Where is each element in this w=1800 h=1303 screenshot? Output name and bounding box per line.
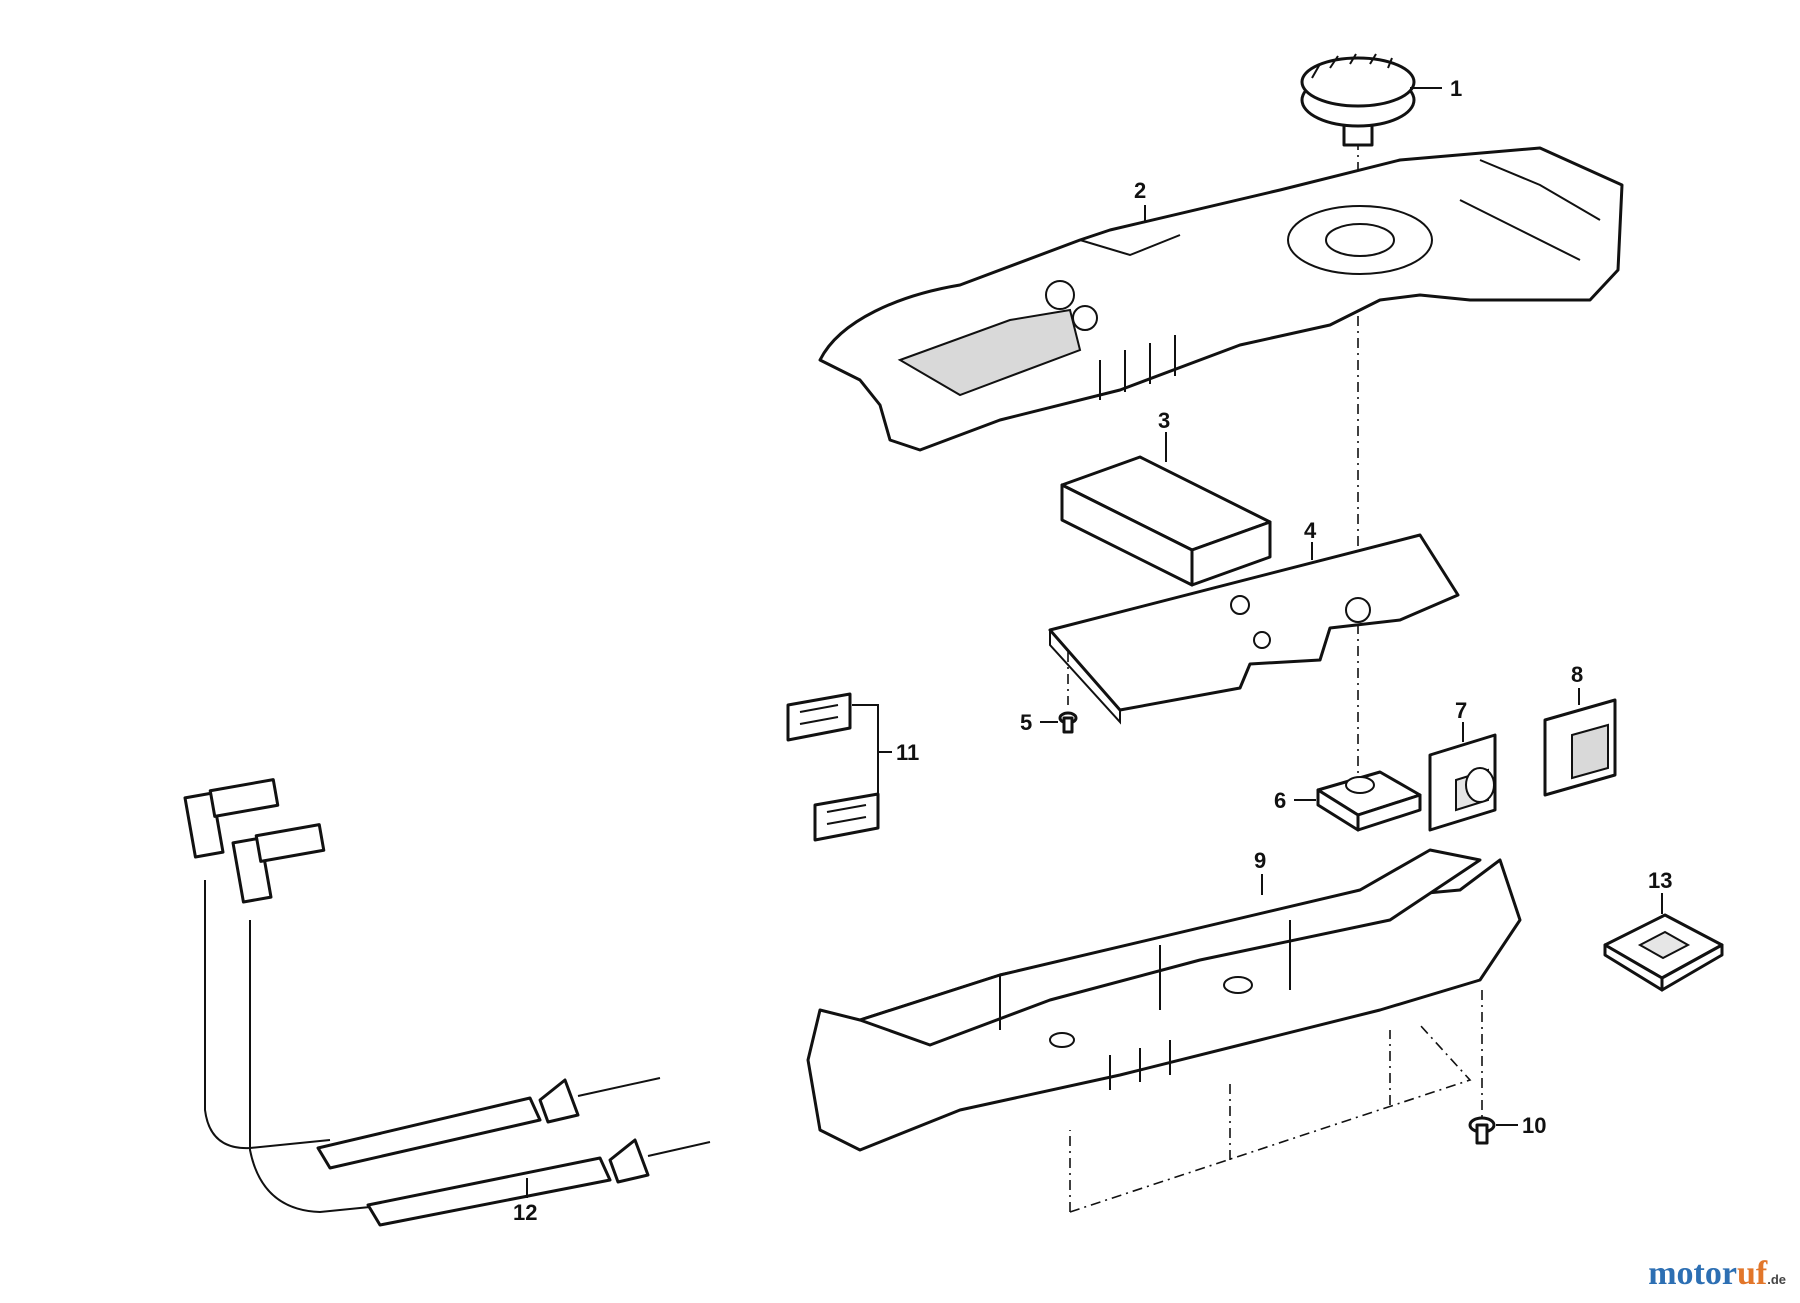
part-clip-upper (786, 692, 852, 742)
callout-13: 13 (1648, 868, 1672, 893)
part-push-button (1428, 733, 1497, 832)
callout-2: 2 (1134, 178, 1146, 203)
part-lower-housing (806, 848, 1522, 1152)
callout-1: 1 (1450, 76, 1462, 101)
watermark-logo: motoruf.de (1648, 1255, 1786, 1293)
part-board-screw (1058, 711, 1078, 734)
callout-12: 12 (513, 1200, 537, 1225)
callout-8: 8 (1571, 662, 1583, 687)
part-test-leads (183, 778, 711, 1227)
callout-5: 5 (1020, 710, 1032, 735)
callout-10: 10 (1522, 1113, 1546, 1138)
watermark-part-b: uf (1736, 1255, 1768, 1292)
part-upper-housing (818, 146, 1624, 452)
assembly-outline-dashed (1069, 1024, 1472, 1213)
part-switch-base (1316, 770, 1422, 832)
callout-11: 11 (896, 740, 919, 765)
part-knob (1300, 53, 1416, 147)
part-battery-cover (1603, 913, 1724, 992)
callout-7: 7 (1455, 698, 1467, 723)
part-lcd-module (1060, 455, 1272, 587)
callout-3: 3 (1158, 408, 1170, 433)
part-clip-lower (813, 792, 880, 842)
part-circuit-board (1048, 533, 1460, 725)
leader-11 (852, 704, 892, 800)
watermark-part-a: motor (1648, 1255, 1737, 1292)
watermark-tld: .de (1767, 1272, 1786, 1287)
callout-4: 4 (1304, 518, 1317, 543)
callout-6: 6 (1274, 788, 1286, 813)
part-housing-screw (1468, 1116, 1496, 1145)
part-rocker-button (1543, 698, 1617, 797)
callout-9: 9 (1254, 848, 1266, 873)
